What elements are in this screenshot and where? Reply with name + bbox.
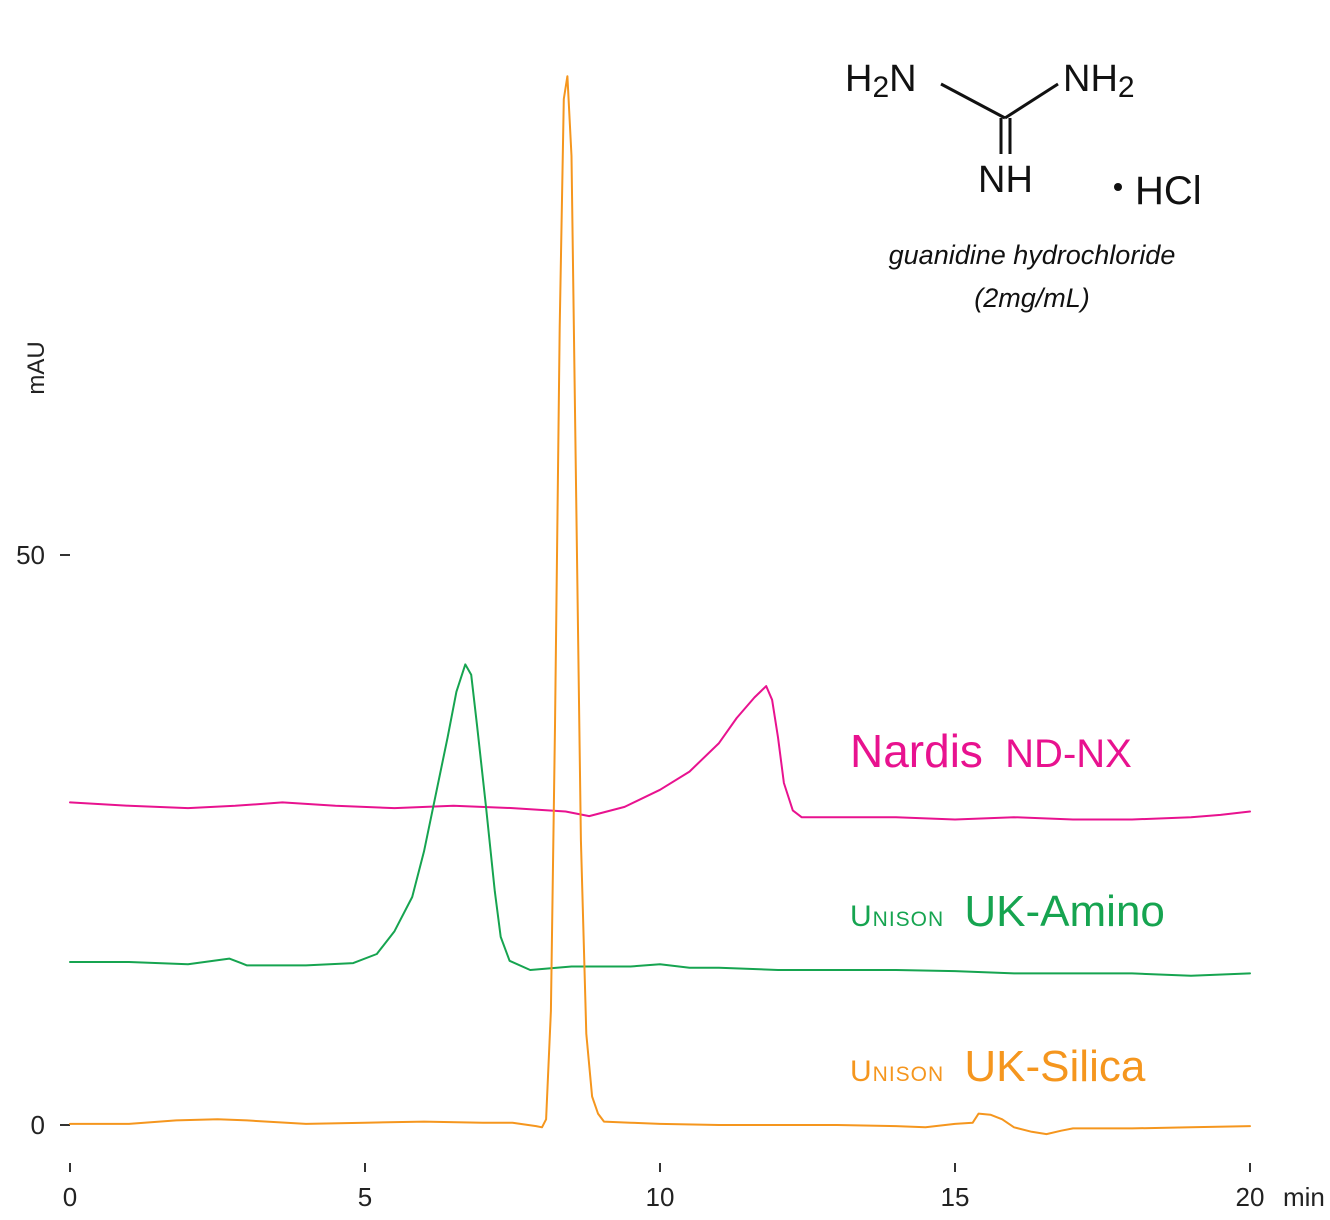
series-model-uk-amino: UK-Amino [964, 887, 1165, 936]
series-brand-nardis: Nardis [850, 725, 983, 777]
salt-dot [1114, 183, 1122, 191]
x-tick-label: 10 [646, 1182, 675, 1212]
structure-bond-right [1004, 82, 1059, 120]
x-tick-label: 5 [358, 1182, 372, 1212]
compound-name: guanidine hydrochloride [889, 240, 1176, 270]
series-brand-uk-silica: Unison [850, 1055, 944, 1088]
x-tick-label: 20 [1236, 1182, 1265, 1212]
y-axis-title: mAU [23, 341, 50, 394]
series-label-uk-amino: Unison UK-Amino [850, 887, 1165, 936]
x-tick-label: 0 [63, 1182, 77, 1212]
series-label-nardis: Nardis ND-NX [850, 725, 1132, 777]
series-line-nd-nx [69, 685, 1251, 821]
y-tick-label: 0 [31, 1110, 45, 1140]
series-line-uk-silica [69, 75, 1251, 1136]
y-tick-label: 50 [16, 540, 45, 570]
structure-bond-left [940, 82, 1006, 120]
x-axis: 0 5 10 15 20 [63, 1163, 1265, 1212]
y-axis: 0 50 [16, 540, 70, 1140]
trace-lines [69, 75, 1251, 1136]
x-axis-unit: min [1283, 1182, 1325, 1212]
series-label-uk-silica: Unison UK-Silica [850, 1042, 1146, 1091]
compound-concentration: (2mg/mL) [974, 283, 1090, 313]
structure-bottom-group: NH [978, 159, 1033, 201]
structure-right-group: NH2 [1063, 58, 1135, 104]
series-line-uk-amino [69, 663, 1251, 977]
series-model-uk-silica: UK-Silica [964, 1042, 1145, 1091]
x-tick-label: 15 [941, 1182, 970, 1212]
structure-salt: HCl [1135, 169, 1202, 213]
series-brand-uk-amino: Unison [850, 900, 944, 933]
series-model-nardis: ND-NX [1005, 732, 1132, 776]
structure-left-group: H2N [845, 58, 917, 104]
guanidine-structure: H2N NH2 NH HCl [845, 58, 1202, 213]
